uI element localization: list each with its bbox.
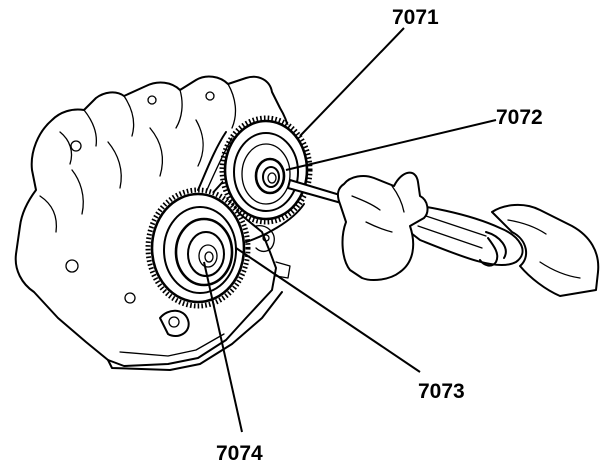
callout-7074: 7074 — [216, 442, 263, 465]
callout-7073: 7073 — [418, 380, 465, 403]
bearing-race-7073 — [174, 217, 234, 287]
drive-chain — [197, 131, 305, 243]
leader-7071 — [299, 27, 405, 137]
callout-7072: 7072 — [496, 106, 543, 129]
leader-7074 — [203, 261, 243, 433]
hand-icon — [336, 171, 600, 297]
callout-7071: 7071 — [392, 6, 439, 29]
leader-7073 — [235, 247, 421, 373]
leader-lines — [203, 27, 497, 433]
sprocket-hub-7072 — [254, 157, 286, 195]
leader-7072 — [285, 119, 497, 171]
